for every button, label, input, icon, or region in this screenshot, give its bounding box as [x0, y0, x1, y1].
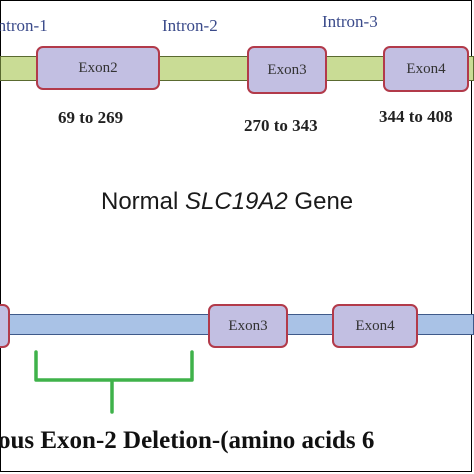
deletion-caption: ous Exon-2 Deletion-(amino acids 6: [0, 427, 375, 454]
exon3-range: 270 to 343: [244, 116, 318, 135]
exon-fragment-left: [0, 304, 10, 348]
gene-title: Normal SLC19A2 Gene: [101, 188, 354, 215]
exon3-box-normal: Exon3: [247, 46, 327, 94]
exon2-box-normal: Exon2: [36, 46, 160, 90]
exon4-box-normal: Exon4: [383, 46, 469, 92]
exon4-range: 344 to 408: [379, 107, 453, 126]
exon4-box-deletion: Exon4: [332, 304, 418, 348]
exon2-range: 69 to 269: [58, 108, 124, 127]
exon3-box-deletion: Exon3: [208, 304, 288, 348]
intron-3-label: Intron-3: [322, 12, 378, 31]
intron-1-label: Intron-1: [0, 16, 48, 35]
intron-2-label: Intron-2: [162, 16, 218, 35]
